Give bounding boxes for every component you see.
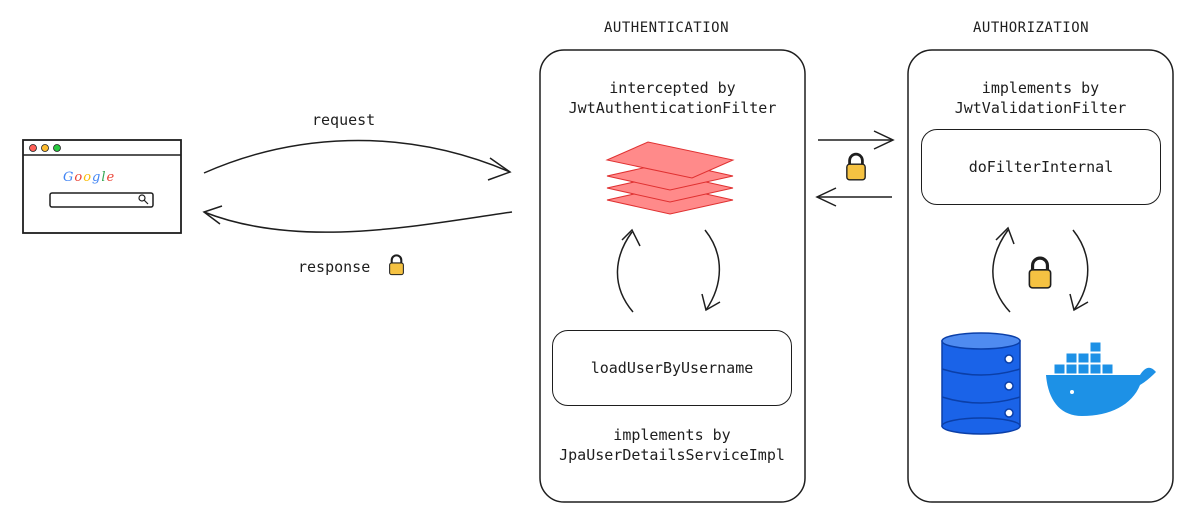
authorization-header-line: implements by <box>981 79 1100 97</box>
load-user-box[interactable]: loadUserByUsername <box>552 330 792 406</box>
authz-up-arrow <box>992 226 1015 313</box>
docker-whale-icon <box>1046 341 1156 416</box>
authorization-header-line: JwtValidationFilter <box>954 99 1127 117</box>
request-arrow <box>203 139 512 181</box>
auth-down-arrow <box>701 229 721 312</box>
logo-letter: o <box>74 170 84 185</box>
auth-up-arrow <box>616 228 641 313</box>
response-label: response <box>298 258 371 276</box>
forward-arrow <box>818 130 895 150</box>
authentication-header-line: intercepted by <box>609 79 736 97</box>
logo-letter: e <box>106 170 116 185</box>
browser-window-icon <box>22 139 182 234</box>
search-icon <box>138 194 149 205</box>
logo-letter: o <box>83 170 93 185</box>
do-filter-box[interactable]: doFilterInternal <box>921 129 1161 205</box>
authentication-footer-line: JpaUserDetailsServiceImpl <box>559 446 785 464</box>
authz-down-arrow <box>1069 229 1089 312</box>
authentication-header-line: JwtAuthenticationFilter <box>568 99 777 117</box>
logo-letter: g <box>92 170 102 185</box>
authentication-title: AUTHENTICATION <box>604 20 730 36</box>
authentication-footer: implements by JpaUserDetailsServiceImpl <box>552 425 792 465</box>
load-user-label: loadUserByUsername <box>590 359 754 377</box>
authorization-title: AUTHORIZATION <box>973 20 1090 36</box>
authentication-footer-line: implements by <box>613 426 731 444</box>
logo-letter: l <box>101 170 107 185</box>
do-filter-label: doFilterInternal <box>968 158 1114 176</box>
request-label: request <box>312 111 376 129</box>
response-arrow <box>202 205 513 233</box>
logo-letter: G <box>63 170 75 185</box>
database-icon <box>941 332 1021 435</box>
lock-icon <box>388 254 405 276</box>
lock-icon <box>1027 256 1053 290</box>
authorization-header: implements by JwtValidationFilter <box>928 78 1153 118</box>
backward-arrow <box>815 187 892 207</box>
lock-icon <box>845 152 867 182</box>
filter-layers-icon <box>605 141 735 215</box>
authorization-container <box>907 49 1174 503</box>
authentication-header: intercepted by JwtAuthenticationFilter <box>560 78 785 118</box>
google-logo: Google <box>63 170 115 185</box>
authentication-container <box>539 49 806 503</box>
